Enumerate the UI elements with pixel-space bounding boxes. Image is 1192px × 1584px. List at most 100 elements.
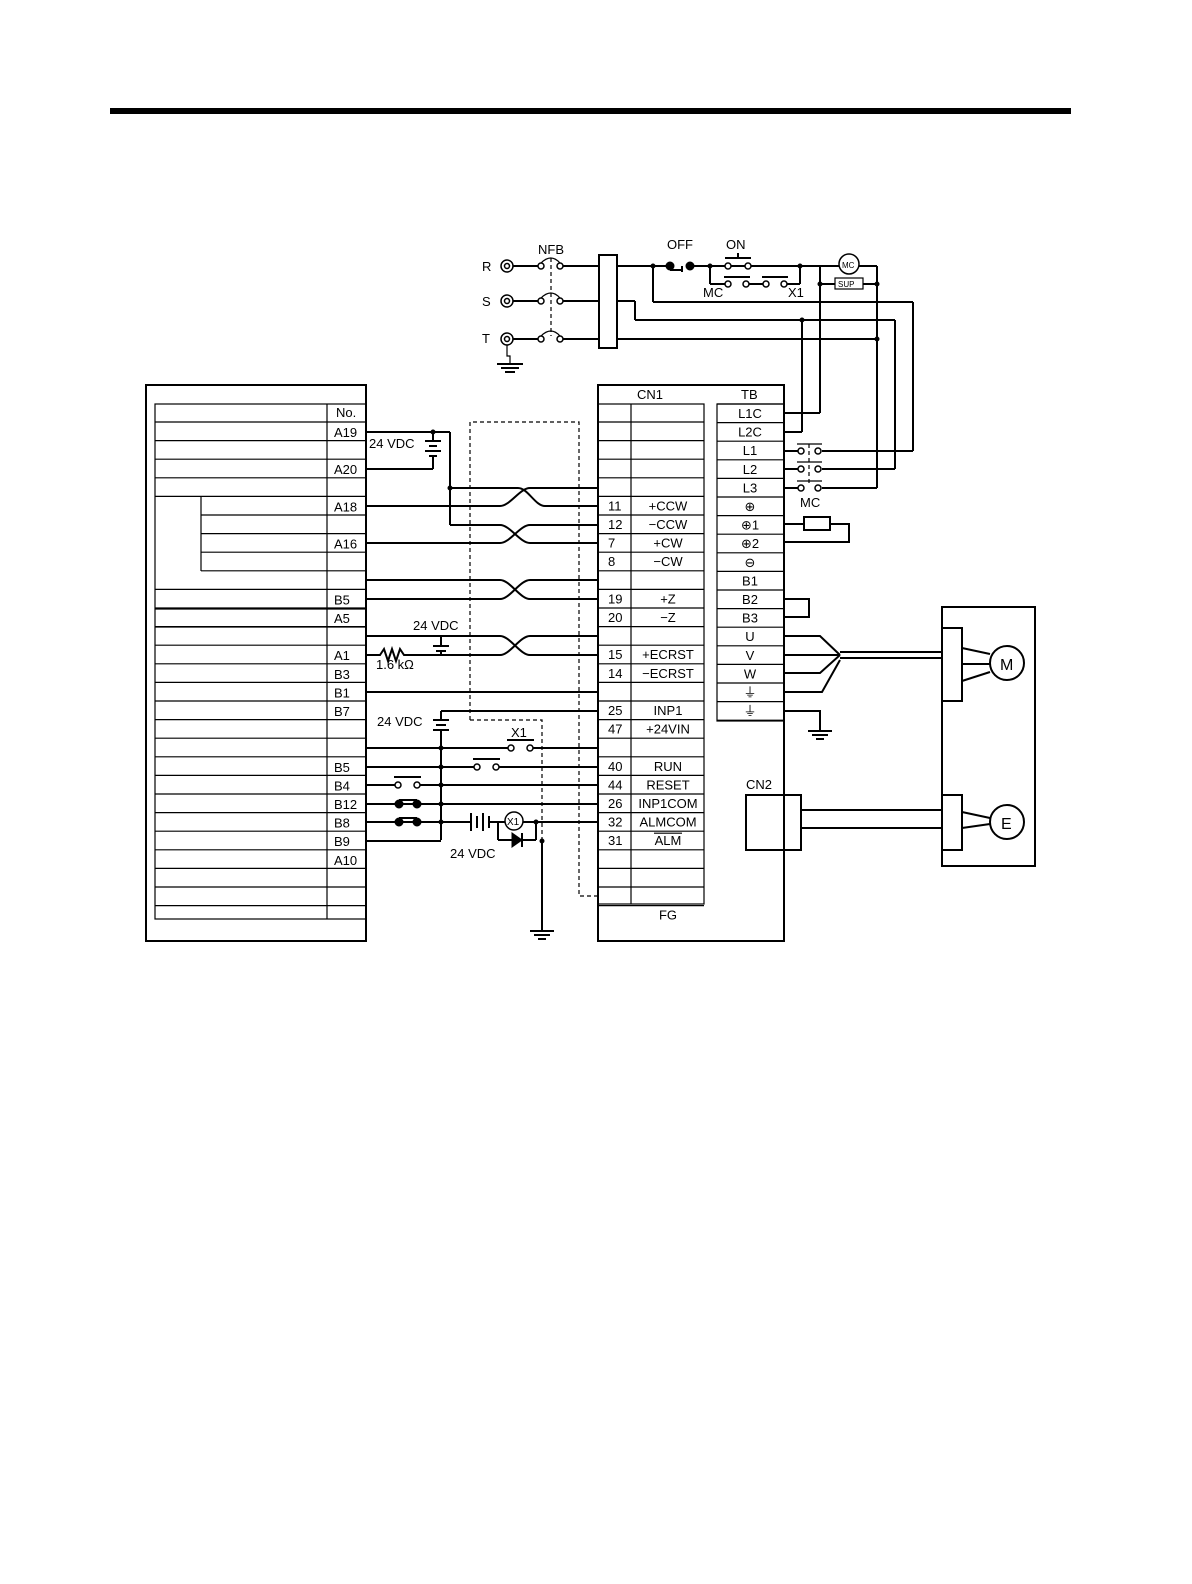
tb-terminal-13: V: [746, 648, 755, 663]
noise-filter: [598, 254, 618, 349]
tb-terminal-0: L1C: [738, 406, 762, 421]
tb-terminal-15: ⏚: [743, 685, 756, 700]
terminal-t-label: T: [482, 331, 490, 346]
off-label: OFF: [667, 237, 693, 252]
cn2-connector: [745, 794, 802, 851]
encoder-icon: [989, 804, 1025, 840]
cn1-pin-25: 25: [608, 703, 622, 718]
cn1-signal-fg: FG: [659, 908, 677, 923]
motor-icon: [989, 645, 1025, 681]
mc-coil-label: MC: [842, 261, 855, 270]
controller-pin-b1: B1: [334, 685, 350, 700]
sup-label: SUP: [838, 280, 854, 289]
cn1-signal-ccw: −CCW: [649, 517, 688, 532]
cn1-pin-26: 26: [608, 796, 622, 811]
mc-coil-icon: [838, 253, 860, 275]
cn1-signal-reset: RESET: [646, 777, 689, 792]
controller-pin-b5: B5: [334, 592, 350, 607]
x1-run-label: X1: [511, 725, 527, 740]
cn2-label: CN2: [746, 777, 772, 792]
encoder-label: E: [1001, 816, 1012, 833]
b2-b3-jumper: [784, 598, 810, 618]
resistor-label: 1.6 kΩ: [376, 657, 414, 672]
cn1-signal-ccw: +CCW: [649, 498, 688, 513]
cn1-signal-z: −Z: [660, 610, 676, 625]
servomotor: M E: [941, 606, 1036, 867]
shield-line: [469, 421, 598, 897]
supply-label-ecrst: 24 VDC: [413, 618, 459, 633]
tb-terminal-5: ⊕: [745, 499, 756, 514]
cn1-signal-run: RUN: [654, 759, 682, 774]
b8-contact-icon: [394, 799, 404, 809]
tb-terminal-8: ⊖: [745, 555, 756, 570]
tb-terminal-10: B2: [742, 592, 758, 607]
on-label: ON: [726, 237, 746, 252]
controller-pin-b3: B3: [334, 667, 350, 682]
tb-terminal-4: L3: [743, 480, 757, 495]
cn1-pin-19: 19: [608, 591, 622, 606]
motor-cable: [784, 635, 942, 740]
controller-pin-b4: B4: [334, 778, 350, 793]
servo-driver: CN1 TB 11 +CCW 12 −CCW 7 +CW 8 −CW 19 +Z 20 −Z 15 +EC…: [597, 384, 802, 942]
cn1-pin-11: 11: [608, 498, 622, 513]
cn1-signal-24vin: +24VIN: [646, 722, 690, 737]
cn1-pin-20: 20: [608, 610, 622, 625]
controller-pin-a10: A10: [334, 853, 357, 868]
cn1-signal-ecrst: −ECRST: [642, 666, 694, 681]
cn1-pin-32: 32: [608, 815, 622, 830]
b12-contact-icon: [394, 781, 402, 789]
tb-terminal-6: ⊕1: [741, 518, 759, 533]
controller-no-header: No.: [336, 405, 356, 420]
controller-pin-a19: A19: [334, 425, 357, 440]
controller-pin-b12: B12: [334, 797, 357, 812]
tb-terminal-3: L2: [743, 462, 757, 477]
x1-contact-label: X1: [788, 285, 804, 300]
reset-switch-icon: [473, 763, 481, 771]
mc-main-label: MC: [800, 495, 820, 510]
regen-resistor: [803, 516, 831, 531]
terminal-r-label: R: [482, 259, 491, 274]
supply-label-24vin: 24 VDC: [377, 714, 423, 729]
nfb-breaker-icon: [537, 257, 564, 343]
cn1-pin-15: 15: [608, 647, 622, 662]
terminal-s-label: S: [482, 294, 491, 309]
tb-terminal-12: U: [745, 629, 754, 644]
off-switch-icon: [665, 261, 695, 272]
tb-terminal-2: L1: [743, 443, 757, 458]
mc-main-contacts-icon: [797, 443, 822, 492]
signal-wiring: 24 VDC 24 VDC 1.6 kΩ 24 VDC: [366, 429, 598, 940]
controller-pin-a5: A5: [334, 611, 350, 626]
mc-aux-contact-icon: [724, 276, 750, 288]
x1-contact-icon: [762, 276, 788, 288]
controller-pin-b5: B5: [334, 760, 350, 775]
cn1-label: CN1: [637, 387, 663, 402]
cn1-pin-8: 8: [608, 554, 615, 569]
power-supply-section: R S T NFB: [482, 237, 914, 510]
cn1-pin-7: 7: [608, 536, 615, 551]
position-controller: No. A19A20A18A16B5A5A1B3B1B7B5B4B12B8B9A…: [145, 384, 367, 942]
cn1-pin-40: 40: [608, 759, 622, 774]
controller-pin-a1: A1: [334, 648, 350, 663]
controller-pin-a18: A18: [334, 499, 357, 514]
tb-terminal-9: B1: [742, 573, 758, 588]
tb-terminal-11: B3: [742, 611, 758, 626]
cn1-pin-12: 12: [608, 517, 622, 532]
tb-label: TB: [741, 387, 758, 402]
x1-run-contact-icon: [507, 744, 515, 752]
cn1-signal-ecrst: +ECRST: [642, 647, 694, 662]
cn1-signal-cw: −CW: [653, 554, 683, 569]
tb-terminal-7: ⊕2: [741, 536, 759, 551]
controller-pin-b8: B8: [334, 816, 350, 831]
cn1-pin-44: 44: [608, 777, 622, 792]
cn1-signal-z: +Z: [660, 591, 676, 606]
controller-pin-a16: A16: [334, 537, 357, 552]
cn1-signal-cw: +CW: [653, 536, 683, 551]
motor-label: M: [1000, 657, 1013, 674]
cn1-signal-almcom: ALMCOM: [639, 815, 696, 830]
supply-label-a19: 24 VDC: [369, 436, 415, 451]
x1-relay-label: X1: [507, 817, 520, 828]
cn1-signal-inp1com: INP1COM: [638, 796, 697, 811]
b9-contact-icon: [394, 817, 404, 827]
mc-contact-label: MC: [703, 285, 723, 300]
